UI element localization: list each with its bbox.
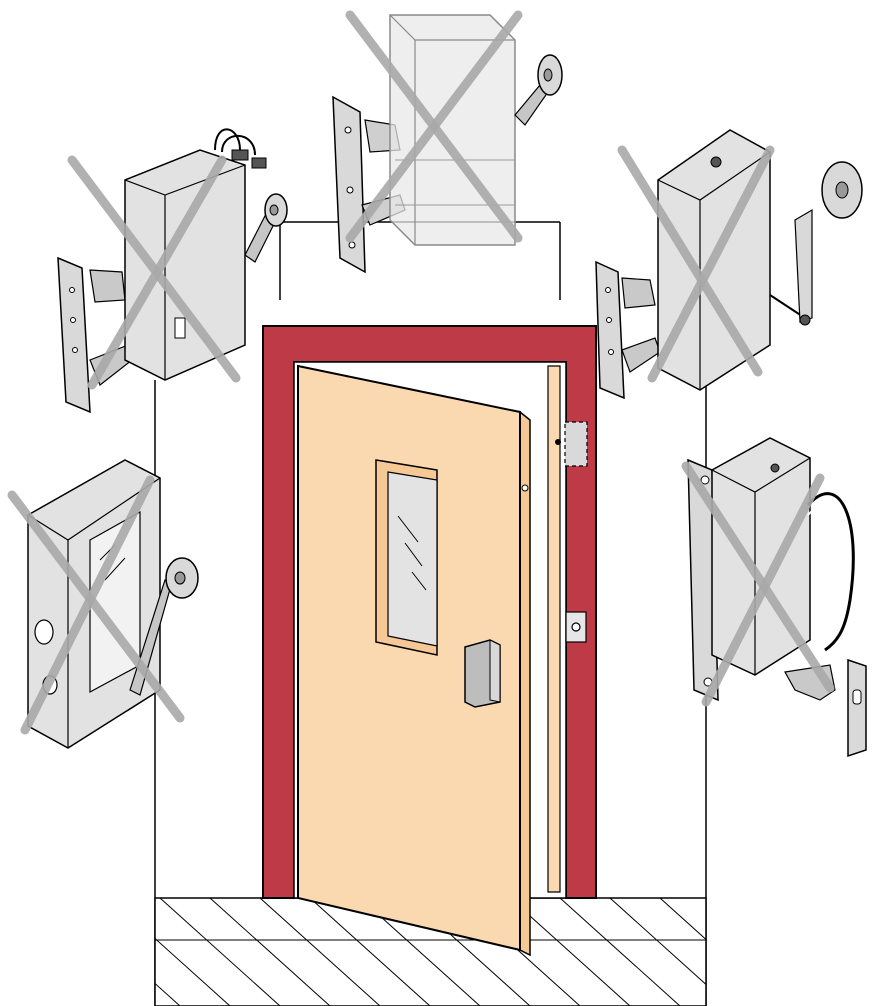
- lock-top-left: [58, 129, 287, 412]
- lock-top-right: [596, 130, 862, 398]
- vision-panel-glass: [388, 472, 437, 646]
- lock-mid-left: [12, 460, 198, 748]
- door-leaf: [298, 366, 530, 955]
- lock-mid-right: [686, 438, 866, 756]
- hidden-lock-pocket: [565, 422, 587, 466]
- lock-top-center: [333, 15, 562, 272]
